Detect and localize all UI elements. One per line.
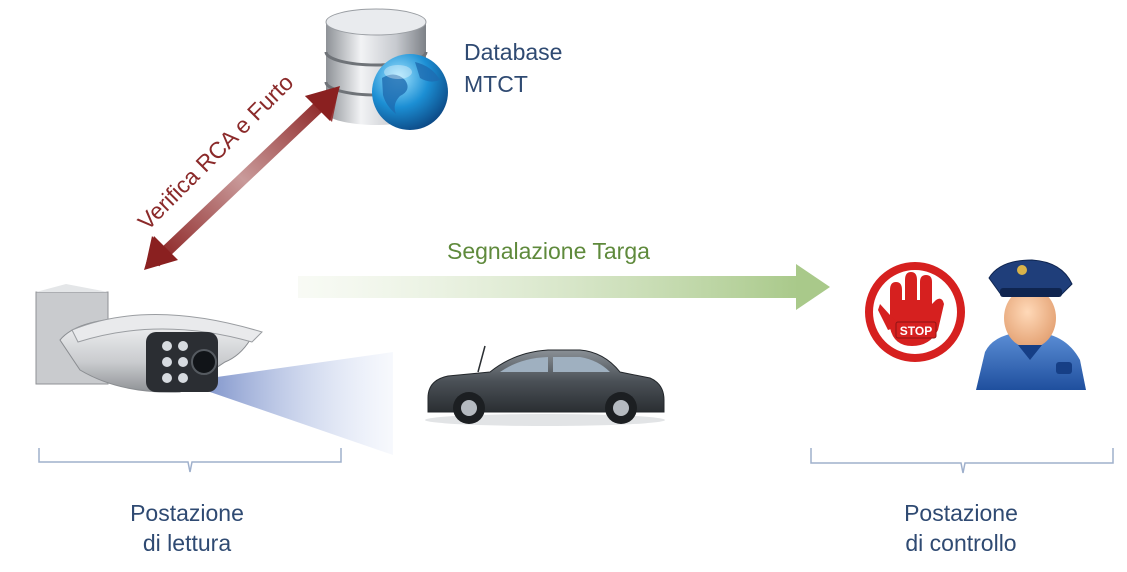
- globe-icon: [372, 54, 448, 130]
- lettura-line2: di lettura: [142, 530, 232, 556]
- database-label: Database MTCT: [464, 36, 562, 100]
- car-icon: [425, 345, 665, 426]
- stop-sign-icon: [865, 262, 965, 362]
- police-officer-icon: [976, 259, 1086, 390]
- controllo-line1: Postazione: [904, 500, 1018, 526]
- database-label-line1: Database: [464, 39, 563, 65]
- postazione-controllo-label: Postazione di controllo: [856, 498, 1066, 558]
- brace-lettura: [38, 448, 342, 473]
- brace-controllo: [810, 448, 1114, 474]
- verifica-arrow: [144, 86, 340, 270]
- segnalazione-label: Segnalazione Targa: [447, 238, 650, 264]
- stop-sign-text: STOP: [900, 324, 932, 338]
- controllo-line2: di controllo: [905, 530, 1017, 556]
- lettura-line1: Postazione: [130, 500, 244, 526]
- segnalazione-arrow: [298, 264, 830, 310]
- postazione-lettura-label: Postazione di lettura: [92, 498, 282, 558]
- camera-icon: [35, 284, 393, 455]
- database-label-line2: MTCT: [464, 71, 528, 97]
